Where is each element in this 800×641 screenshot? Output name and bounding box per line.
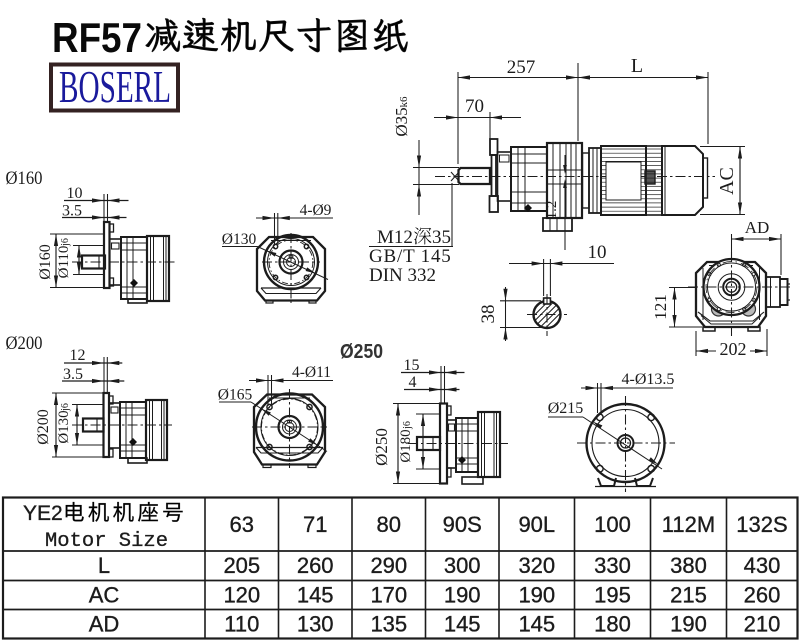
svg-text:Ø165: Ø165 xyxy=(218,387,253,404)
svg-text:430: 430 xyxy=(744,553,781,578)
svg-text:300: 300 xyxy=(444,553,481,578)
svg-text:145: 145 xyxy=(297,582,334,607)
svg-text:j6: j6 xyxy=(402,421,413,430)
svg-text:4-Ø13.5: 4-Ø13.5 xyxy=(622,371,675,388)
svg-text:190: 190 xyxy=(444,582,481,607)
svg-text:38: 38 xyxy=(478,305,499,324)
svg-text:L: L xyxy=(631,55,643,77)
svg-text:j6: j6 xyxy=(60,403,71,412)
svg-text:Ø130: Ø130 xyxy=(56,410,72,443)
svg-text:Ø180: Ø180 xyxy=(398,429,414,462)
svg-text:90L: 90L xyxy=(518,512,555,537)
svg-text:Motor Size: Motor Size xyxy=(45,530,168,553)
svg-text:380: 380 xyxy=(670,553,707,578)
svg-text:4-Ø9: 4-Ø9 xyxy=(300,202,332,219)
svg-text:112M: 112M xyxy=(662,512,715,537)
svg-text:Ø160: Ø160 xyxy=(37,244,54,280)
svg-text:Ø215: Ø215 xyxy=(548,400,584,417)
svg-text:180: 180 xyxy=(594,612,631,637)
svg-text:35: 35 xyxy=(432,227,451,248)
svg-text:4: 4 xyxy=(409,374,417,391)
svg-text:4-Ø11: 4-Ø11 xyxy=(292,364,331,381)
svg-text:63: 63 xyxy=(230,512,254,537)
svg-text:1.2: 1.2 xyxy=(544,201,560,220)
svg-text:290: 290 xyxy=(370,553,407,578)
svg-text:Ø130: Ø130 xyxy=(222,231,257,248)
svg-text:10: 10 xyxy=(588,242,607,263)
svg-text:Ø200: Ø200 xyxy=(6,334,43,354)
svg-text:205: 205 xyxy=(223,553,260,578)
svg-text:L: L xyxy=(98,553,110,578)
svg-text:AD: AD xyxy=(745,218,770,237)
svg-text:GB/T 145: GB/T 145 xyxy=(369,246,452,267)
svg-text:DIN 332: DIN 332 xyxy=(369,265,436,286)
svg-text:260: 260 xyxy=(744,582,781,607)
svg-text:80: 80 xyxy=(377,512,401,537)
svg-text:Ø160: Ø160 xyxy=(6,169,43,189)
svg-text:135: 135 xyxy=(370,612,407,637)
svg-text:RF57: RF57 xyxy=(52,14,142,61)
svg-text:Ø250: Ø250 xyxy=(372,428,391,466)
svg-text:202: 202 xyxy=(720,339,747,359)
svg-text:k6: k6 xyxy=(398,96,410,108)
svg-text:170: 170 xyxy=(370,582,407,607)
svg-text:132S: 132S xyxy=(736,512,787,537)
svg-text:3.5: 3.5 xyxy=(62,203,82,220)
svg-text:145: 145 xyxy=(444,612,481,637)
svg-text:AC: AC xyxy=(716,167,738,195)
svg-text:190: 190 xyxy=(518,582,555,607)
svg-text:260: 260 xyxy=(297,553,334,578)
svg-text:110: 110 xyxy=(224,612,259,637)
svg-text:120: 120 xyxy=(223,582,260,607)
svg-text:Ø250: Ø250 xyxy=(340,341,383,363)
svg-text:BOSERL: BOSERL xyxy=(59,61,171,112)
svg-text:145: 145 xyxy=(518,612,555,637)
svg-text:15: 15 xyxy=(404,357,420,374)
svg-text:195: 195 xyxy=(594,582,631,607)
svg-text:90S: 90S xyxy=(443,512,482,537)
svg-text:AD: AD xyxy=(89,612,120,637)
svg-text:Ø110: Ø110 xyxy=(56,246,72,279)
svg-text:320: 320 xyxy=(518,553,555,578)
svg-text:130: 130 xyxy=(297,612,334,637)
svg-text:190: 190 xyxy=(670,612,707,637)
svg-text:70: 70 xyxy=(465,96,484,117)
svg-text:71: 71 xyxy=(303,512,327,537)
svg-text:j6: j6 xyxy=(60,238,71,247)
svg-text:M12: M12 xyxy=(377,227,413,248)
svg-text:257: 257 xyxy=(507,57,536,78)
svg-text:215: 215 xyxy=(670,582,707,607)
svg-text:Ø200: Ø200 xyxy=(35,409,52,445)
svg-text:210: 210 xyxy=(744,612,781,637)
svg-text:10: 10 xyxy=(67,185,83,202)
svg-text:12: 12 xyxy=(70,347,86,364)
svg-text:100: 100 xyxy=(594,512,631,537)
svg-text:3.5: 3.5 xyxy=(63,366,83,383)
svg-text:Ø35: Ø35 xyxy=(392,107,411,136)
svg-text:YE2: YE2 xyxy=(23,502,63,525)
svg-text:121: 121 xyxy=(651,294,670,320)
svg-text:AC: AC xyxy=(89,582,120,607)
svg-text:330: 330 xyxy=(594,553,631,578)
